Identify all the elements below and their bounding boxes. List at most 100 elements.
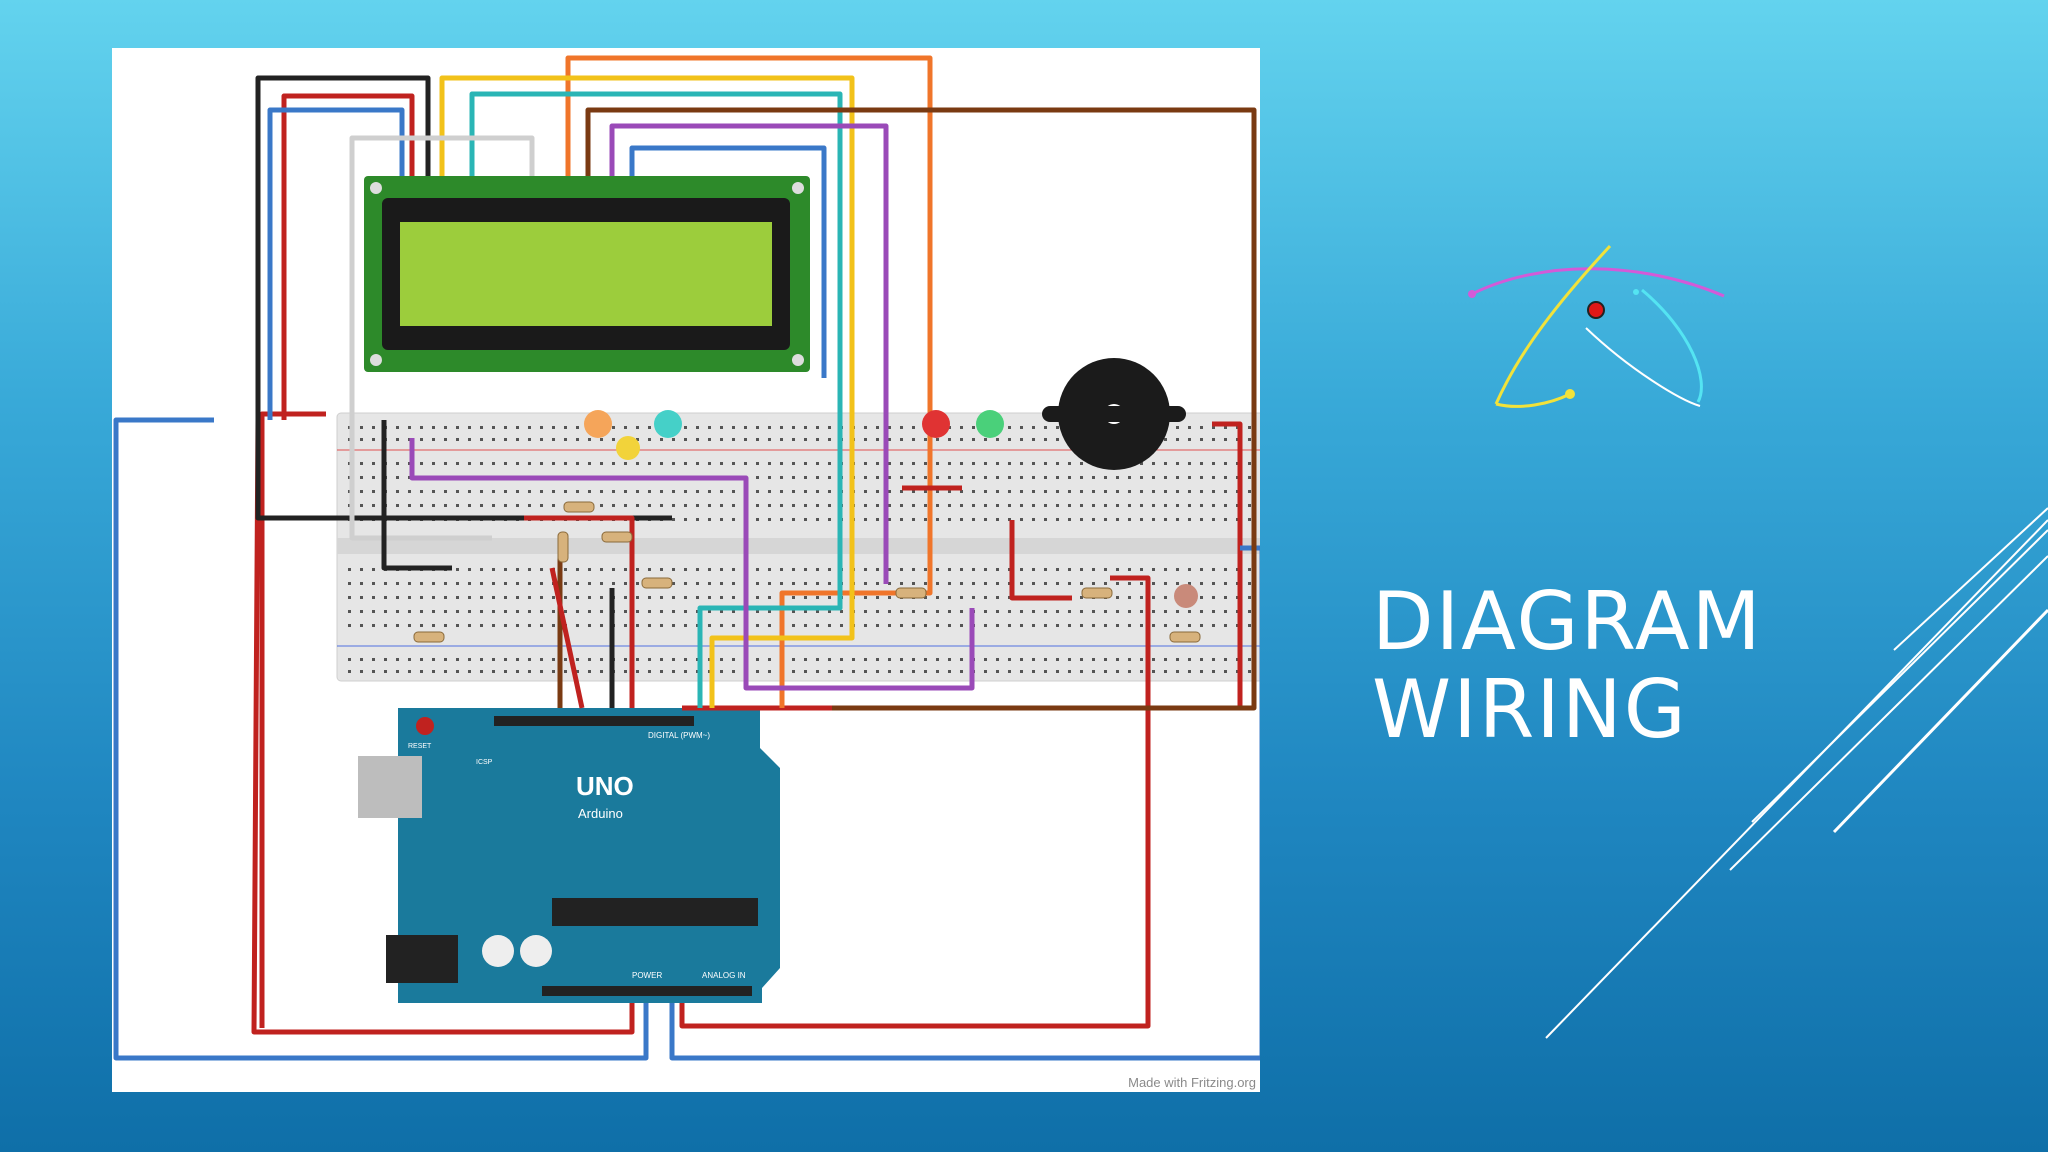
breadboard-hole bbox=[984, 582, 987, 585]
breadboard-hole bbox=[768, 490, 771, 493]
breadboard-hole bbox=[708, 568, 711, 571]
breadboard-hole bbox=[864, 438, 867, 441]
breadboard-hole bbox=[708, 518, 711, 521]
breadboard-hole bbox=[348, 610, 351, 613]
breadboard-hole bbox=[408, 504, 411, 507]
breadboard-hole bbox=[984, 462, 987, 465]
breadboard-hole bbox=[732, 624, 735, 627]
breadboard-hole bbox=[540, 596, 543, 599]
breadboard-hole bbox=[696, 518, 699, 521]
breadboard-hole bbox=[768, 670, 771, 673]
breadboard-hole bbox=[1176, 438, 1179, 441]
breadboard-hole bbox=[792, 462, 795, 465]
breadboard-hole bbox=[960, 462, 963, 465]
breadboard-hole bbox=[1116, 624, 1119, 627]
breadboard-hole bbox=[576, 568, 579, 571]
breadboard-hole bbox=[780, 490, 783, 493]
breadboard-hole bbox=[972, 462, 975, 465]
breadboard-hole bbox=[912, 582, 915, 585]
breadboard-hole bbox=[708, 438, 711, 441]
breadboard-hole bbox=[456, 504, 459, 507]
breadboard-hole bbox=[504, 504, 507, 507]
breadboard-hole bbox=[1188, 504, 1191, 507]
breadboard-hole bbox=[648, 426, 651, 429]
breadboard-hole bbox=[972, 518, 975, 521]
breadboard-hole bbox=[576, 610, 579, 613]
breadboard-hole bbox=[420, 610, 423, 613]
breadboard-hole bbox=[804, 658, 807, 661]
breadboard-hole bbox=[672, 568, 675, 571]
breadboard-hole bbox=[600, 582, 603, 585]
breadboard-hole bbox=[912, 438, 915, 441]
breadboard-hole bbox=[1212, 610, 1215, 613]
breadboard-hole bbox=[1200, 490, 1203, 493]
breadboard-hole bbox=[1248, 476, 1251, 479]
breadboard-hole bbox=[984, 610, 987, 613]
breadboard-hole bbox=[996, 568, 999, 571]
breadboard-hole bbox=[456, 462, 459, 465]
breadboard-hole bbox=[636, 438, 639, 441]
breadboard-hole bbox=[840, 670, 843, 673]
breadboard-hole bbox=[924, 568, 927, 571]
breadboard-hole bbox=[1068, 658, 1071, 661]
breadboard-hole bbox=[828, 568, 831, 571]
breadboard-hole bbox=[720, 610, 723, 613]
breadboard-hole bbox=[936, 438, 939, 441]
breadboard-hole bbox=[708, 462, 711, 465]
breadboard-hole bbox=[1032, 582, 1035, 585]
breadboard-hole bbox=[1032, 610, 1035, 613]
breadboard-hole bbox=[360, 670, 363, 673]
breadboard-hole bbox=[888, 658, 891, 661]
breadboard-hole bbox=[1164, 610, 1167, 613]
breadboard-hole bbox=[1188, 518, 1191, 521]
breadboard-hole bbox=[372, 476, 375, 479]
breadboard-hole bbox=[588, 490, 591, 493]
breadboard-hole bbox=[1056, 670, 1059, 673]
breadboard-hole bbox=[444, 610, 447, 613]
breadboard-hole bbox=[1080, 504, 1083, 507]
breadboard-hole bbox=[492, 596, 495, 599]
breadboard-hole bbox=[960, 610, 963, 613]
breadboard-hole bbox=[1152, 582, 1155, 585]
breadboard-hole bbox=[1176, 504, 1179, 507]
breadboard-hole bbox=[636, 490, 639, 493]
breadboard-hole bbox=[876, 582, 879, 585]
breadboard-hole bbox=[816, 426, 819, 429]
breadboard-hole bbox=[492, 568, 495, 571]
breadboard-hole bbox=[1044, 670, 1047, 673]
breadboard-hole bbox=[924, 438, 927, 441]
breadboard-hole bbox=[1116, 490, 1119, 493]
breadboard-hole bbox=[1248, 596, 1251, 599]
breadboard-hole bbox=[804, 582, 807, 585]
breadboard-hole bbox=[840, 610, 843, 613]
breadboard-hole bbox=[828, 670, 831, 673]
breadboard-hole bbox=[888, 670, 891, 673]
breadboard-hole bbox=[936, 518, 939, 521]
breadboard-hole bbox=[1056, 476, 1059, 479]
breadboard-hole bbox=[480, 610, 483, 613]
breadboard-hole bbox=[528, 490, 531, 493]
breadboard-hole bbox=[600, 504, 603, 507]
breadboard-hole bbox=[612, 438, 615, 441]
resistor bbox=[413, 631, 445, 643]
breadboard-hole bbox=[528, 624, 531, 627]
breadboard-hole bbox=[552, 438, 555, 441]
breadboard-hole bbox=[936, 490, 939, 493]
breadboard-hole bbox=[612, 462, 615, 465]
breadboard-hole bbox=[792, 670, 795, 673]
breadboard-hole bbox=[684, 610, 687, 613]
breadboard-hole bbox=[984, 490, 987, 493]
breadboard-hole bbox=[708, 490, 711, 493]
breadboard-hole bbox=[660, 670, 663, 673]
breadboard-hole bbox=[732, 462, 735, 465]
resistor bbox=[1081, 587, 1113, 599]
breadboard-hole bbox=[864, 596, 867, 599]
breadboard-hole bbox=[1212, 624, 1215, 627]
breadboard-hole bbox=[408, 596, 411, 599]
breadboard-hole bbox=[1056, 504, 1059, 507]
breadboard-hole bbox=[804, 610, 807, 613]
breadboard-hole bbox=[384, 582, 387, 585]
breadboard-hole bbox=[528, 582, 531, 585]
breadboard-hole bbox=[948, 624, 951, 627]
breadboard-hole bbox=[912, 490, 915, 493]
